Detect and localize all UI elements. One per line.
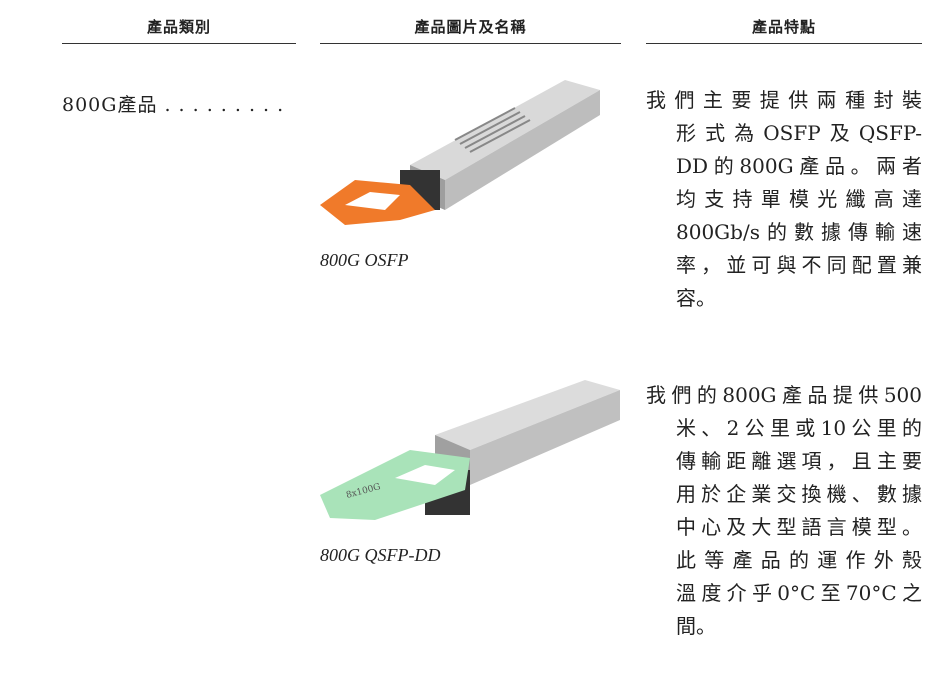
text-line: 間。 [676,614,716,638]
text-line: 我們主要提供兩種封裝 [646,88,922,112]
text-line: 容。 [676,286,716,310]
header-product-category: 產品類別 [62,16,296,44]
text-line: 傳輸距離選項，且主要 [676,449,922,473]
qsfp-dd-module-image: 8x100G [320,380,620,520]
text-line: 均支持單模光纖高達 [676,187,922,211]
header-product-image-name: 產品圖片及名稱 [320,16,621,44]
text-line: DD的800G產品。兩者 [676,154,922,178]
category-800g: 800G產品 . . . . . . . . . [62,94,285,116]
text-line: 率，並可與不同配置兼 [676,253,922,277]
text-line: 我們的800G產品提供500 [646,383,922,407]
osfp-module-image [320,80,600,225]
product-caption: 800G OSFP [320,250,409,270]
header-product-features: 產品特點 [646,16,922,44]
text-line: 中心及大型語言模型。 [676,515,922,539]
product-description-qsfp-dd: 我們的800G產品提供500 米、2公里或10公里的 傳輸距離選項，且主要 用於… [646,379,922,643]
text-line: 此等產品的運作外殼 [676,548,922,572]
text-line: 溫度介乎0°C至70°C之 [676,581,922,605]
text-line: 米、2公里或10公里的 [676,416,922,440]
product-caption: 800G QSFP-DD [320,545,441,565]
text-line: 用於企業交換機、數據 [676,482,922,506]
product-description-osfp: 我們主要提供兩種封裝 形式為OSFP及QSFP- DD的800G產品。兩者 均支… [646,84,922,315]
text-line: 形式為OSFP及QSFP- [676,121,922,145]
text-line: 800Gb/s的數據傳輸速 [676,220,922,244]
